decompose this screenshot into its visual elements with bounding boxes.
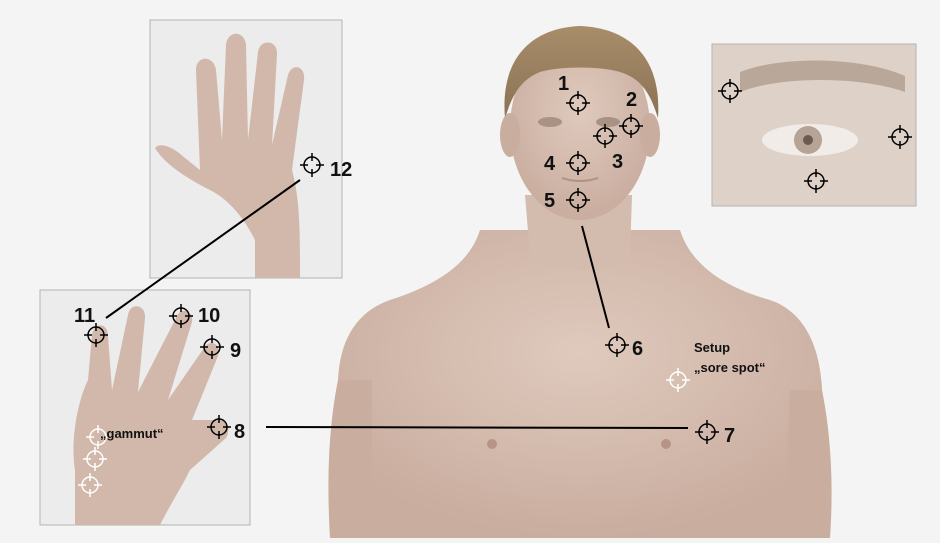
point-label-12: 12 [330, 159, 352, 181]
left-nipple [487, 439, 497, 449]
right-eye [596, 117, 620, 127]
left-ear [500, 113, 520, 157]
eye-inset [712, 44, 916, 206]
point-label-11: 11 [74, 305, 95, 327]
right-ear [640, 113, 660, 157]
point-label-8: 8 [234, 421, 245, 443]
right-nipple [661, 439, 671, 449]
point-label-9: 9 [230, 340, 241, 362]
pupil-shape [803, 135, 813, 145]
point-label-3: 3 [612, 151, 623, 173]
torso-shape [330, 230, 830, 538]
point-label-6: 6 [632, 338, 643, 360]
right-arm-shape [788, 390, 832, 538]
point-label-2: 2 [626, 89, 637, 111]
connector-8-7 [266, 427, 688, 428]
point-label-5: 5 [544, 190, 555, 212]
point-label-1: 1 [558, 73, 569, 95]
setup-annotation-line2: „sore spot“ [694, 360, 766, 375]
point-label-10: 10 [198, 305, 220, 327]
palm-inset [150, 20, 342, 278]
point-label-7: 7 [724, 425, 735, 447]
left-arm-shape [328, 380, 372, 538]
left-eye [538, 117, 562, 127]
gammut-annotation: „gammut“ [100, 426, 164, 441]
setup-annotation-line1: Setup [694, 340, 730, 355]
point-label-4: 4 [544, 153, 556, 175]
